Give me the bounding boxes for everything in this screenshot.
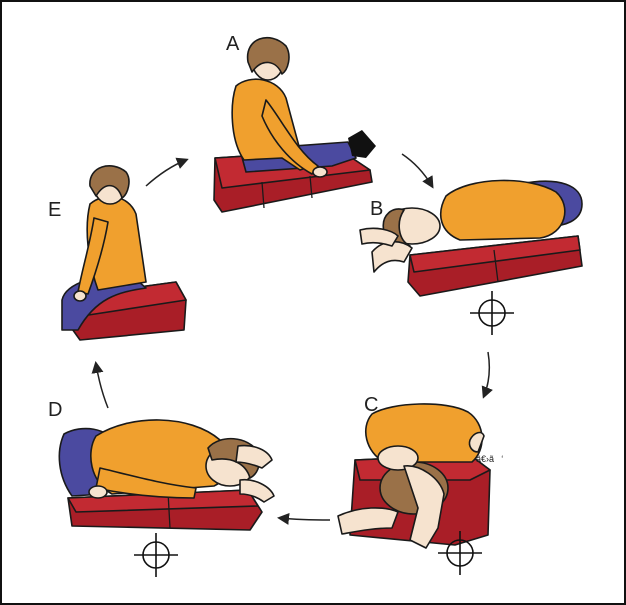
label-c: C: [364, 394, 378, 416]
label-e: E: [48, 199, 61, 221]
label-a: A: [226, 33, 240, 55]
label-d: D: [48, 399, 62, 421]
label-b: B: [370, 198, 383, 220]
c-annotation: ã€›ã‘: [476, 454, 503, 464]
